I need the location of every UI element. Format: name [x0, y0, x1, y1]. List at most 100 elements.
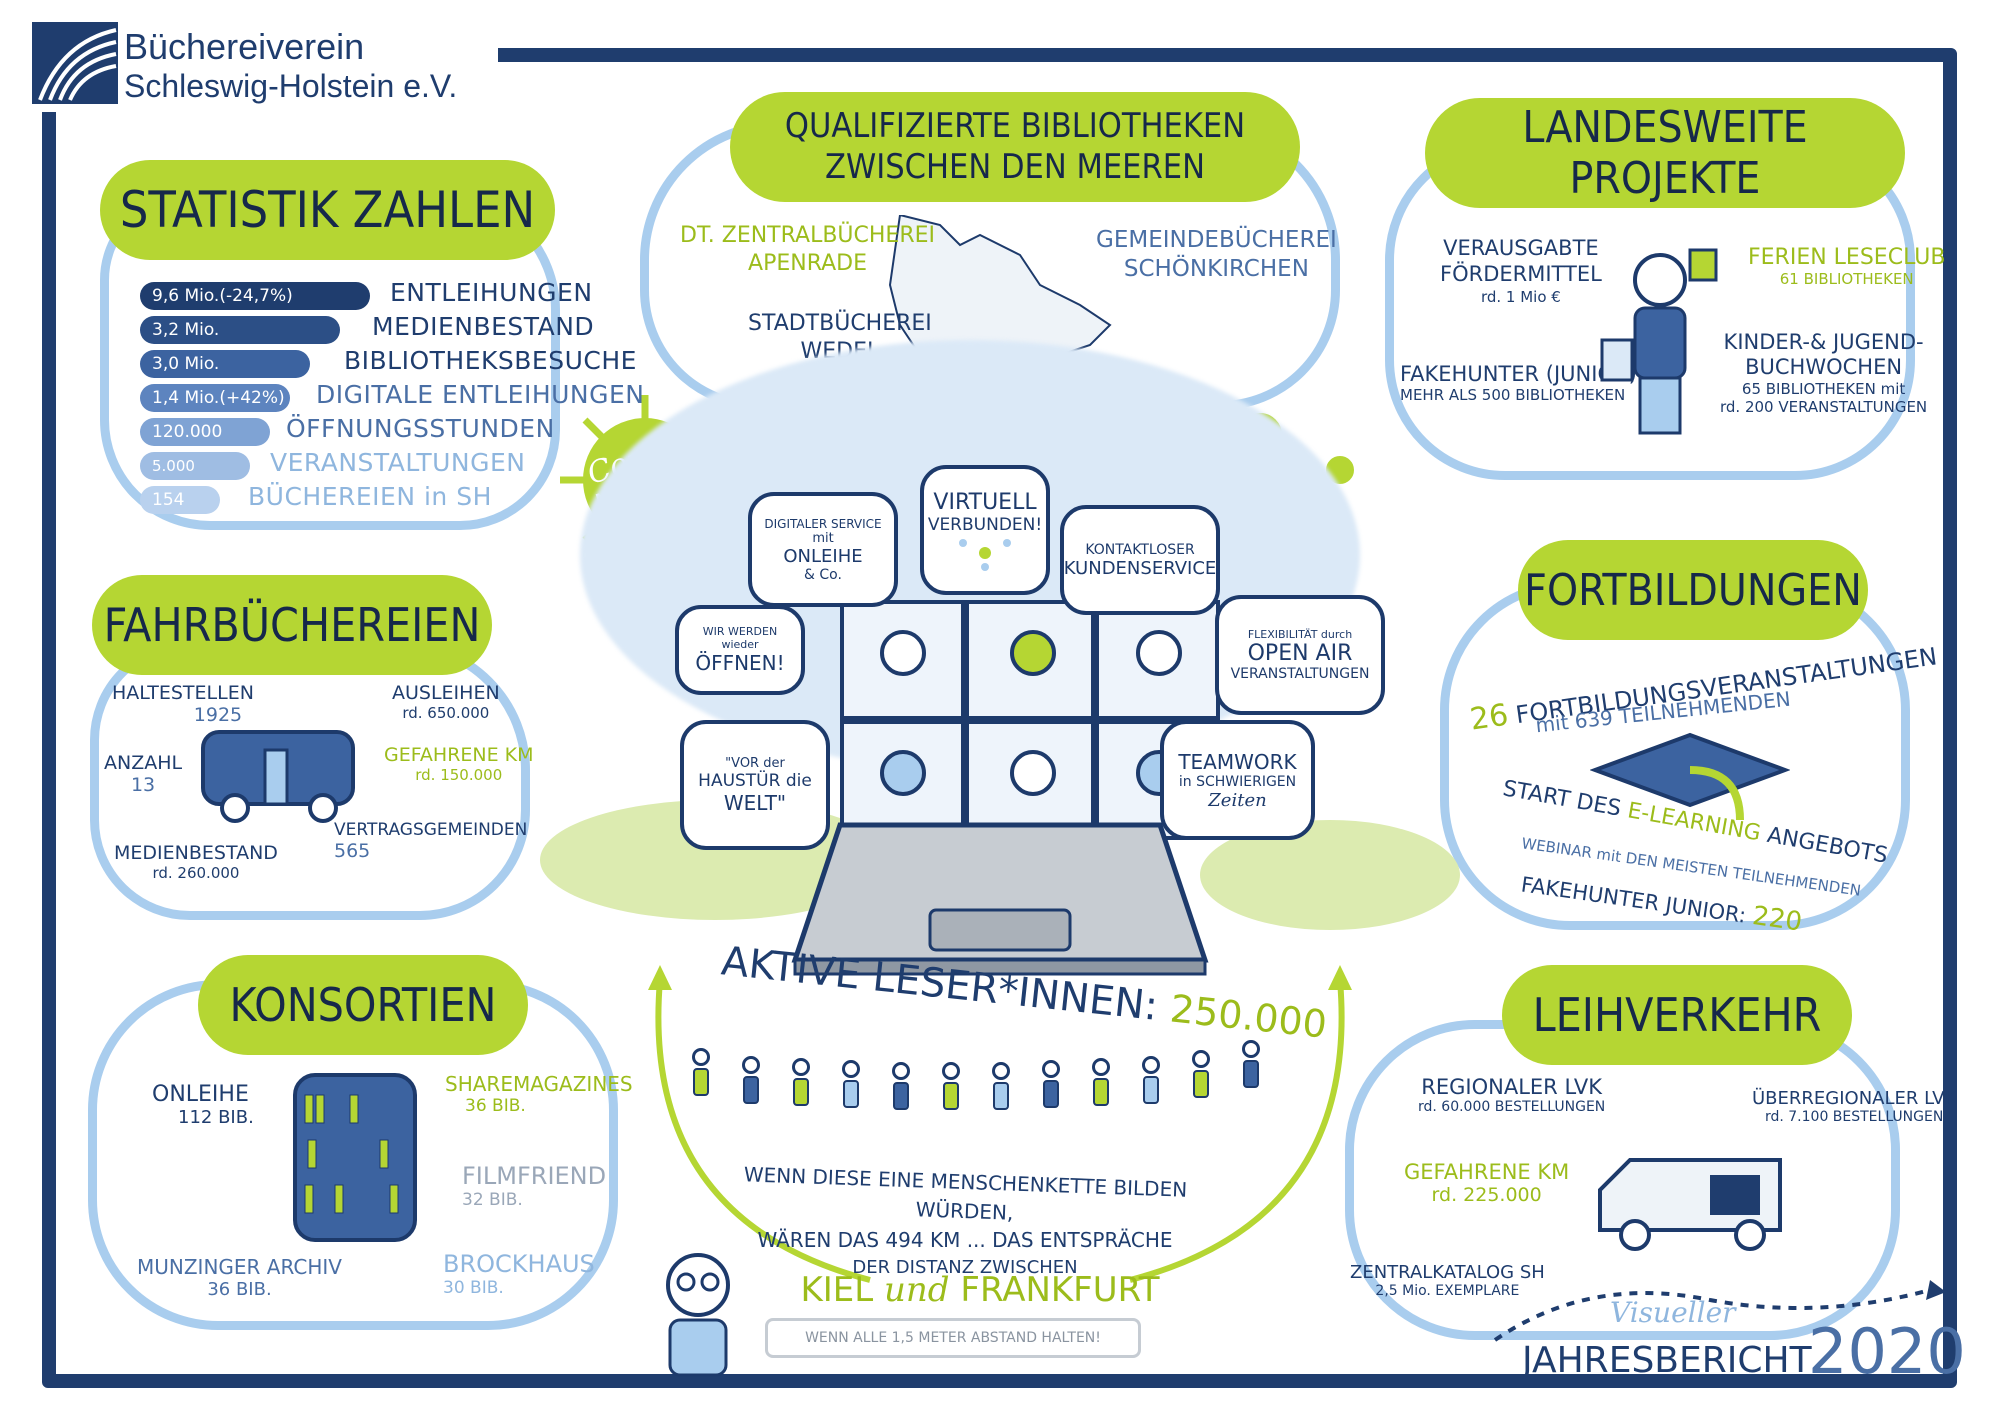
fahr-title: FAHRBÜCHEREIEN	[92, 575, 492, 675]
bubble-digital-line3: ONLEIHE	[783, 545, 863, 567]
bubble-oeffnen: WIR WERDEN wieder ÖFFNEN!	[675, 605, 805, 695]
leih-km-value: rd. 225.000	[1431, 1184, 1542, 1206]
bubble-digital-line4: & Co.	[804, 566, 842, 583]
header: Büchereiverein Schleswig-Holstein e.V.	[28, 12, 498, 112]
person-figure	[890, 1062, 912, 1122]
leih-km-label: GEFAHRENE KM	[1404, 1160, 1570, 1184]
person-figure	[1190, 1050, 1212, 1110]
regional: REGIONALER LVK rd. 60.000 BESTELLUNGEN	[1418, 1075, 1605, 1115]
stat-bar-oeffnung: 120.000	[140, 418, 270, 446]
bubble-haustuer-line2: HAUSTÜR die	[698, 770, 812, 791]
stat-label-buechereien: BÜCHEREIEN in SH	[248, 482, 492, 511]
schoenkirchen-label: GEMEINDEBÜCHEREI SCHÖNKIRCHEN	[1096, 226, 1337, 284]
person-figure	[690, 1048, 712, 1108]
footer-jahresbericht: JAHRESBERICHT	[1522, 1340, 1812, 1381]
chain-line2: WÄREN DAS 494 KM ... DAS ENTSPRÄCHE	[757, 1228, 1173, 1252]
person-figure	[940, 1062, 962, 1122]
kiel-label: KIEL	[800, 1270, 874, 1310]
librarian-figure-icon	[666, 1253, 730, 1377]
logo-icon	[32, 22, 118, 104]
person-figure	[840, 1060, 862, 1120]
bubble-team: TEAMWORK in SCHWIERIGEN Zeiten	[1160, 720, 1315, 840]
leih-km: GEFAHRENE KM rd. 225.000	[1404, 1160, 1569, 1206]
foerder-line2: FÖRDERMITTEL	[1440, 262, 1602, 287]
abstand-box: WENN ALLE 1,5 METER ABSTAND HALTEN!	[765, 1318, 1141, 1358]
apenrade-line2: APENRADE	[748, 250, 867, 276]
bubble-oeffnen-line2: wieder	[721, 638, 759, 651]
face-icon	[880, 630, 926, 676]
bubble-team-line2: in SCHWIERIGEN	[1178, 773, 1297, 790]
stat-bar-veranstaltungen: 5.000 (-55%)	[140, 452, 250, 503]
person-figure	[1040, 1060, 1062, 1120]
ueberregional-label: ÜBERREGIONALER LVK	[1752, 1088, 1957, 1109]
share: SHAREMAGAZINES 36 BIB.	[445, 1072, 633, 1116]
reader-figure-icon	[1600, 248, 1718, 435]
kinder-line2: BUCHWOCHEN	[1745, 355, 1903, 380]
stat-bar-buechereien: 154	[140, 486, 220, 514]
leihverkehr-title: LEIHVERKEHR	[1502, 965, 1852, 1065]
wedel-line1: STADTBÜCHEREI	[748, 311, 932, 336]
chain-line3: DER DISTANZ ZWISCHEN	[852, 1257, 1078, 1278]
bubble-oeffnen-line1: WIR WERDEN	[702, 625, 778, 638]
ausleihen-value: rd. 650.000	[402, 704, 490, 722]
vertrag-label: VERTRAGSGEMEINDEN	[334, 820, 528, 840]
bubble-digital-line2: mit	[812, 530, 834, 546]
brock-value: 30 BIB.	[443, 1278, 504, 1298]
fake-value: MEHR ALS 500 BIBLIOTHEKEN	[1400, 386, 1626, 404]
stat-label-digital: DIGITALE ENTLEIHUNGEN	[316, 380, 645, 409]
frankfurt-label: FRANKFURT	[960, 1270, 1160, 1310]
bubble-team-line1: TEAMWORK	[1178, 749, 1297, 774]
chain-line1: WENN DIESE EINE MENSCHENKETTE BILDEN WÜR…	[743, 1162, 1188, 1225]
munz-value: 36 BIB.	[207, 1279, 272, 1300]
bubble-kontakt-line1: KONTAKTLOSER	[1085, 541, 1195, 558]
anzahl: ANZAHL 13	[104, 752, 182, 796]
vertrag: VERTRAGSGEMEINDEN 565	[334, 820, 527, 862]
stat-bar-entleihungen: 9,6 Mio.(-24,7%)	[140, 282, 370, 310]
stat-bar-medienbestand: 3,2 Mio.	[140, 316, 340, 344]
bubble-haustuer-line3: WELT"	[723, 790, 787, 815]
footer-dotted-arrow	[1493, 1280, 1946, 1342]
bubble-kontakt-line2: KUNDENSERVICE	[1063, 557, 1217, 579]
stat-label-medienbestand: MEDIENBESTAND	[372, 312, 595, 341]
stat-bar-besuche: 3,0 Mio.	[140, 350, 310, 378]
fake-label: FAKEHUNTER (JUNIOR) MEHR ALS 500 BIBLIOT…	[1400, 362, 1637, 404]
delivery-van-icon	[1598, 1158, 1782, 1251]
stat-label-veranstaltungen: VERANSTALTUNGEN	[270, 448, 526, 477]
qualifizierte-title-line1: QUALIFIZIERTE BIBLIOTHEKEN	[784, 106, 1246, 147]
org-name-line2: Schleswig-Holstein e.V.	[124, 68, 458, 104]
face-icon	[1010, 630, 1056, 676]
landesweit-title: LANDESWEITE PROJEKTE	[1425, 98, 1905, 208]
foerder-label: VERAUSGABTE FÖRDERMITTEL rd. 1 Mio €	[1440, 235, 1602, 306]
ferien-label: FERIEN LESECLUB 61 BIBLIOTHEKEN	[1748, 245, 1945, 288]
bubble-openair: FLEXIBILITÄT durch OPEN AIR VERANSTALTUN…	[1215, 595, 1385, 715]
bubble-openair-line2: OPEN AIR	[1247, 641, 1353, 666]
film-label: FILMFRIEND	[462, 1162, 607, 1190]
stat-label-besuche: BIBLIOTHEKSBESUCHE	[344, 346, 637, 375]
brock: BROCKHAUS 30 BIB.	[443, 1250, 595, 1298]
network-icon	[959, 538, 1011, 571]
foerder-value: rd. 1 Mio €	[1480, 287, 1561, 306]
ueberregional: ÜBERREGIONALER LVK rd. 7.100 BESTELLUNGE…	[1752, 1088, 1956, 1125]
ausleihen: AUSLEIHEN rd. 650.000	[392, 682, 500, 722]
bubble-openair-line3: VERANSTALTUNGEN	[1230, 666, 1370, 682]
munz: MUNZINGER ARCHIV 36 BIB.	[137, 1255, 342, 1300]
onleihe: ONLEIHE 112 BIB.	[152, 1082, 254, 1128]
kinder-value2: rd. 200 VERANSTALTUNGEN	[1720, 398, 1928, 417]
munz-label: MUNZINGER ARCHIV	[137, 1255, 342, 1279]
ferien-title: FERIEN LESECLUB	[1748, 245, 1946, 270]
fahr-medien-label: MEDIENBESTAND	[114, 842, 278, 864]
onleihe-label: ONLEIHE	[152, 1082, 249, 1107]
face-icon	[880, 750, 926, 796]
face-icon	[1136, 630, 1182, 676]
schoenkirchen-line1: GEMEINDEBÜCHEREI	[1096, 227, 1337, 253]
qualifizierte-title: QUALIFIZIERTE BIBLIOTHEKEN ZWISCHEN DEN …	[730, 92, 1300, 202]
person-figure	[1090, 1058, 1112, 1118]
haltestellen-label: HALTESTELLEN	[112, 682, 254, 704]
regional-label: REGIONALER LVK	[1421, 1075, 1602, 1099]
person-figure	[740, 1056, 762, 1116]
bookbus-icon	[201, 730, 355, 823]
bubble-virtuell: VIRTUELL VERBUNDEN!	[920, 465, 1050, 595]
person-figure	[790, 1058, 812, 1118]
ausleihen-label: AUSLEIHEN	[392, 682, 500, 704]
outer-frame	[42, 48, 1957, 1388]
